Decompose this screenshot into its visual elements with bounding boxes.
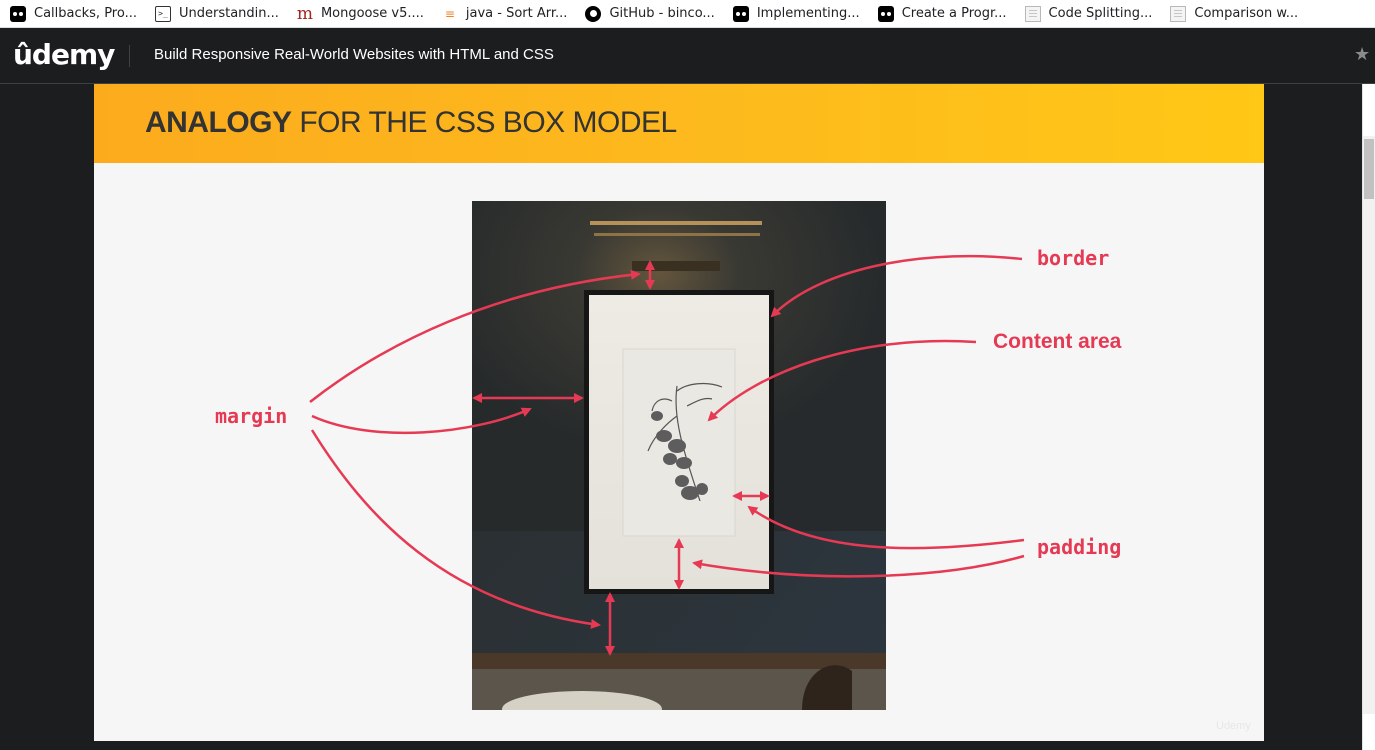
- bookmark-github[interactable]: GitHub - binco...: [575, 0, 722, 27]
- scroll-track-bottom[interactable]: [1363, 714, 1375, 750]
- bookmark-label: java - Sort Arr...: [465, 6, 568, 21]
- bookmark-comparison[interactable]: Comparison w...: [1160, 0, 1306, 27]
- bookmark-callbacks[interactable]: Callbacks, Pro...: [0, 0, 145, 27]
- bookmark-label: Implementing...: [756, 6, 860, 21]
- lecture-slide: ANALOGY FOR THE CSS BOX MODEL: [94, 84, 1264, 741]
- bookmark-label: Code Splitting...: [1048, 6, 1153, 21]
- stackoverflow-icon: ≡: [444, 6, 455, 21]
- header-divider: [129, 45, 130, 67]
- bookmark-java-sort[interactable]: ≡ java - Sort Arr...: [432, 0, 576, 27]
- bookmark-label: GitHub - binco...: [609, 6, 715, 21]
- bookmark-label: Comparison w...: [1194, 6, 1299, 21]
- udemy-watermark: Udemy: [1216, 720, 1251, 732]
- label-margin: margin: [215, 404, 288, 428]
- scroll-thumb[interactable]: [1364, 139, 1374, 199]
- framed-picture-photo: [472, 201, 886, 710]
- bookmark-code-splitting[interactable]: Code Splitting...: [1015, 0, 1161, 27]
- scroll-track-top[interactable]: [1363, 84, 1375, 136]
- document-icon: [1024, 5, 1041, 22]
- label-padding: padding: [1037, 535, 1122, 559]
- bookmark-create-progressive[interactable]: Create a Progr...: [868, 0, 1015, 27]
- label-content-area: Content area: [993, 330, 1122, 353]
- course-title[interactable]: Build Responsive Real-World Websites wit…: [154, 46, 554, 63]
- bookmark-understanding[interactable]: >_ Understandin...: [145, 0, 287, 27]
- course-header: ûdemy Build Responsive Real-World Websit…: [0, 28, 1375, 84]
- star-icon[interactable]: ★: [1354, 44, 1371, 65]
- label-border: border: [1037, 246, 1110, 270]
- page-scrollbar[interactable]: [1362, 84, 1375, 750]
- slide-banner: ANALOGY FOR THE CSS BOX MODEL: [94, 84, 1264, 163]
- terminal-icon: >_: [155, 5, 171, 22]
- udemy-logo[interactable]: ûdemy: [13, 38, 115, 72]
- bookmark-label: Callbacks, Pro...: [34, 6, 137, 21]
- medium-icon: [10, 5, 26, 22]
- bookmark-implementing[interactable]: Implementing...: [723, 0, 868, 27]
- medium-icon: [877, 5, 894, 22]
- photo-illustration: [472, 201, 886, 710]
- bookmark-label: Understandin...: [179, 6, 279, 21]
- mongoose-icon: m: [296, 3, 313, 24]
- logo-text: ûdemy: [13, 38, 115, 71]
- slide-title-bold: ANALOGY: [145, 106, 292, 139]
- bookmark-label: Mongoose v5....: [320, 6, 424, 21]
- slide-title: ANALOGY FOR THE CSS BOX MODEL: [145, 106, 677, 140]
- bookmark-mongoose[interactable]: m Mongoose v5....: [287, 0, 432, 27]
- medium-icon: [732, 5, 749, 22]
- video-player[interactable]: ANALOGY FOR THE CSS BOX MODEL: [0, 84, 1362, 750]
- bookmark-label: Create a Progr...: [901, 6, 1007, 21]
- slide-title-rest: FOR THE CSS BOX MODEL: [291, 106, 677, 139]
- github-icon: [585, 5, 602, 22]
- bookmarks-bar: Callbacks, Pro... >_ Understandin... m M…: [0, 0, 1375, 28]
- document-icon: [1170, 5, 1187, 22]
